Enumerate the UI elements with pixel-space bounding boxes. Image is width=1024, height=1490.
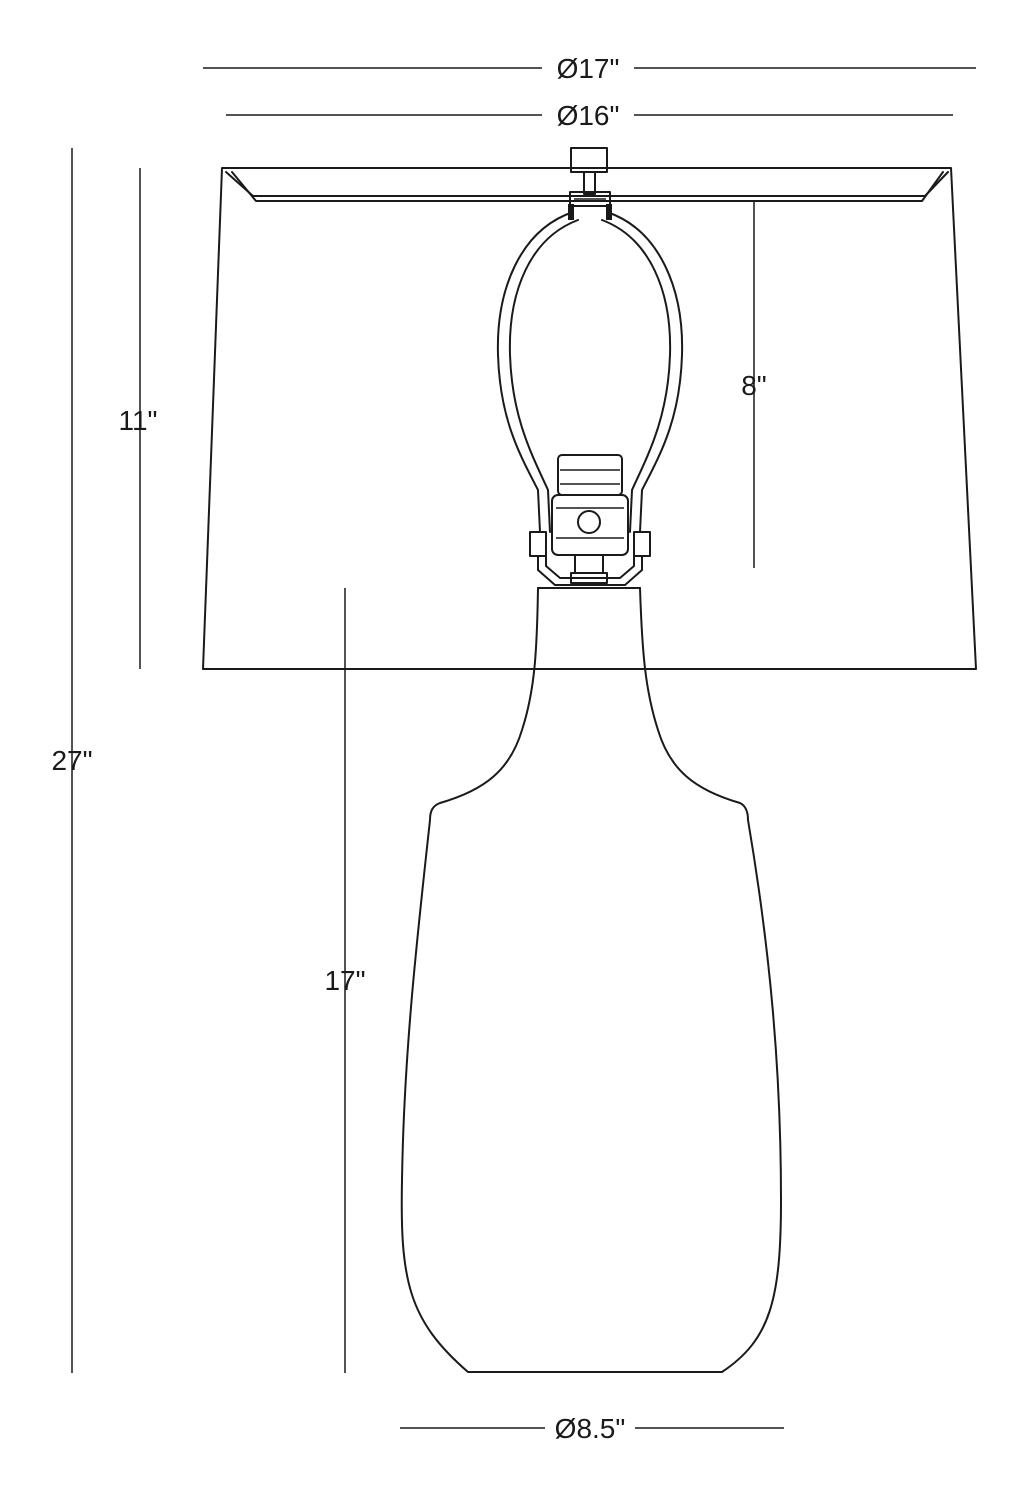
finial-base [569, 191, 611, 207]
harp-sleeve-right [633, 531, 651, 557]
label-base-diameter: Ø8.5" [555, 1413, 626, 1444]
label-bg-16-diameter [542, 97, 634, 133]
base-outline [400, 587, 782, 1373]
harp-right-outer [606, 211, 684, 533]
dimension-lines [71, 67, 976, 1429]
shade-inner-rim-2 [231, 171, 944, 202]
socket-top [557, 454, 623, 496]
harp-right-inner [601, 219, 672, 533]
lamp-harp [496, 211, 684, 586]
shade-inner-rim [225, 171, 949, 197]
label-bg-8-5-diameter [545, 1410, 635, 1446]
dimension-labels: Ø17" Ø16" 11" 8" 27" 17" Ø8.5" [51, 50, 767, 1446]
lamp-socket [551, 454, 629, 584]
socket-body [551, 494, 629, 556]
harp-sleeve-left [529, 531, 547, 557]
label-shade-top-diameter: Ø17" [557, 53, 620, 84]
harp-saddle-outer [537, 555, 643, 586]
finial-stem [583, 171, 596, 195]
finial [568, 147, 612, 220]
label-overall-height: 27" [51, 745, 92, 776]
label-shade-bottom-diameter: Ø16" [557, 100, 620, 131]
harp-left-outer [496, 211, 574, 533]
socket-neck [574, 554, 604, 574]
lamp-base [400, 587, 782, 1373]
label-base-height: 17" [324, 965, 365, 996]
label-bg-17-diameter [542, 50, 634, 86]
shade-outline [202, 167, 977, 670]
harp-saddle-inner [545, 555, 635, 579]
socket-knob [577, 510, 601, 534]
socket-nut [570, 572, 608, 584]
harp-left-inner [508, 219, 579, 533]
lamp-shade [202, 167, 977, 670]
label-shade-height: 11" [118, 405, 157, 436]
label-harp-height: 8" [741, 370, 767, 401]
